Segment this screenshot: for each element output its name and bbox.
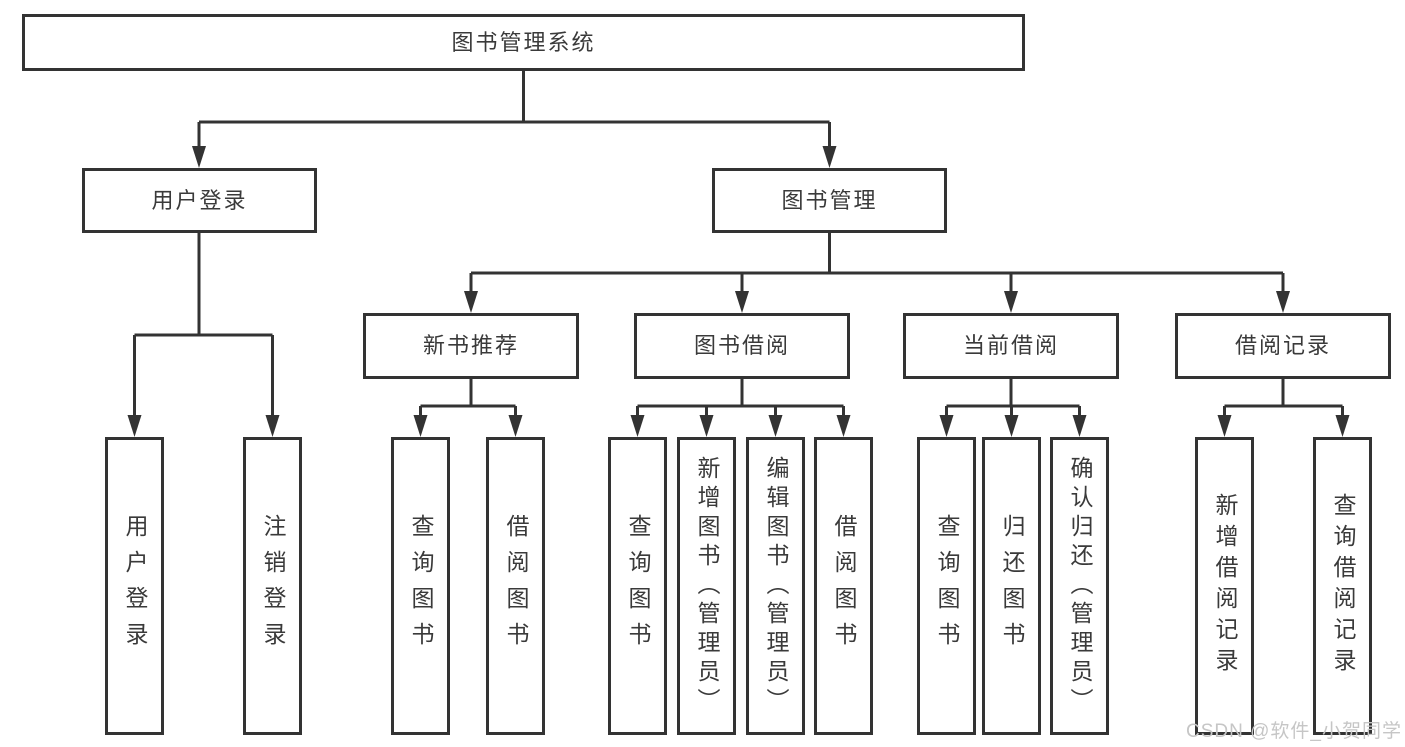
arrowhead — [1004, 291, 1018, 313]
arrowhead — [508, 415, 523, 437]
arrowhead — [768, 415, 783, 437]
node-library-management-system: 图书管理系统 — [22, 14, 1025, 71]
node-new-book-recommendation: 新书推荐 — [363, 313, 579, 379]
arrowhead — [1072, 415, 1087, 437]
arrowhead — [464, 291, 478, 313]
arrowhead — [127, 415, 142, 437]
arrowhead — [939, 415, 954, 437]
leaf-query-books-current: 查询图书 — [917, 437, 976, 735]
leaf-logout: 注销登录 — [243, 437, 302, 735]
leaf-edit-book-admin: 编辑图书（管理员） — [746, 437, 805, 735]
node-book-management: 图书管理 — [712, 168, 947, 233]
leaf-return-book: 归还图书 — [982, 437, 1041, 735]
arrowhead — [735, 291, 749, 313]
arrowhead — [836, 415, 851, 437]
leaf-borrow-books: 借阅图书 — [814, 437, 873, 735]
leaf-borrow-books-recommend: 借阅图书 — [486, 437, 545, 735]
leaf-query-books-borrow: 查询图书 — [608, 437, 667, 735]
arrowhead — [1335, 415, 1350, 437]
arrowhead — [413, 415, 428, 437]
arrowhead — [192, 146, 206, 168]
csdn-watermark: CSDN @软件_小贺同学 — [1186, 721, 1402, 742]
arrowhead — [1217, 415, 1232, 437]
arrowhead — [1276, 291, 1290, 313]
leaf-add-borrow-record: 新增借阅记录 — [1195, 437, 1254, 735]
arrowhead — [822, 146, 837, 168]
leaf-query-borrow-record: 查询借阅记录 — [1313, 437, 1372, 735]
node-book-borrowing: 图书借阅 — [634, 313, 850, 379]
arrowhead — [699, 415, 714, 437]
leaf-query-books-recommend: 查询图书 — [391, 437, 450, 735]
node-borrowing-records: 借阅记录 — [1175, 313, 1391, 379]
leaf-add-book-admin: 新增图书（管理员） — [677, 437, 736, 735]
node-current-borrowing: 当前借阅 — [903, 313, 1119, 379]
leaf-user-login: 用户登录 — [105, 437, 164, 735]
arrowhead — [1004, 415, 1019, 437]
node-user-login: 用户登录 — [82, 168, 317, 233]
arrowhead — [265, 415, 280, 437]
leaf-confirm-return-admin: 确认归还（管理员） — [1050, 437, 1109, 735]
arrowhead — [630, 415, 645, 437]
